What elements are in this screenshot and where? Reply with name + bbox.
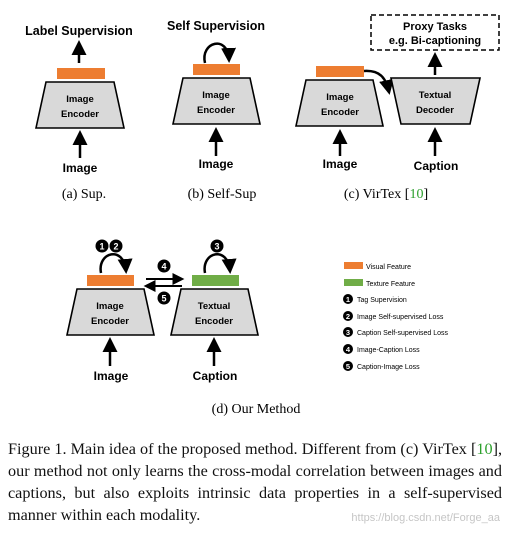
encoder-label-line1: Image: [96, 301, 123, 312]
proxy-tasks-line1: Proxy Tasks: [403, 21, 467, 33]
image-encoder-trapezoid: [66, 288, 155, 336]
legend-item-5: 5 Caption-Image Loss: [343, 361, 420, 371]
feature-to-decoder-arrow: [363, 69, 394, 95]
legend-item-1: 1 Tag Supervision: [343, 294, 407, 304]
badge-caption-self-supervised: 3: [210, 239, 224, 253]
legend: Visual Feature Texture Feature 1 Tag Sup…: [343, 262, 449, 371]
svg-text:5: 5: [346, 362, 350, 371]
panel-c: Proxy Tasks e.g. Bi-captioning Image Enc…: [295, 14, 500, 202]
image-encoder-trapezoid: [295, 79, 384, 127]
visual-feature-bar: [316, 66, 364, 77]
encoder-label-line1: Image: [202, 90, 229, 101]
textual-decoder-trapezoid: [390, 77, 481, 125]
text-encoder-label-line1: Textual: [198, 301, 231, 312]
image-encoder-trapezoid: [35, 81, 125, 129]
decoder-label-line2: Decoder: [416, 105, 454, 116]
textual-encoder-trapezoid: [170, 288, 259, 336]
encoder-label-line2: Encoder: [321, 107, 359, 118]
badge-caption-image-loss: 5: [157, 291, 171, 305]
legend-item-2: 2 Image Self-supervised Loss: [343, 311, 444, 321]
encoder-label-line2: Encoder: [91, 316, 129, 327]
visual-feature-bar: [193, 64, 240, 75]
svg-text:Image-Caption Loss: Image-Caption Loss: [357, 347, 420, 354]
caption-self-loop-arrow: [203, 252, 237, 274]
svg-text:3: 3: [346, 328, 350, 337]
legend-texture-label: Texture Feature: [366, 281, 415, 288]
legend-item-3: 3 Caption Self-supervised Loss: [343, 327, 449, 337]
panel-d-subcaption: (d) Our Method: [212, 402, 301, 417]
svg-text:3: 3: [214, 242, 219, 252]
panel-d-image-label: Image: [94, 369, 129, 383]
svg-text:2: 2: [346, 312, 350, 321]
visual-feature-bar: [87, 275, 134, 286]
panel-b-subcaption: (b) Self-Sup: [188, 187, 257, 202]
svg-text:1: 1: [99, 242, 104, 252]
text-encoder-label-line2: Encoder: [195, 316, 233, 327]
svg-text:5: 5: [161, 294, 166, 304]
self-supervision-loop-arrow: [203, 42, 237, 64]
legend-item-4: 4 Image-Caption Loss: [343, 344, 420, 354]
panel-b: Self Supervision Image Encoder Image (b)…: [167, 19, 265, 202]
svg-text:Tag Supervision: Tag Supervision: [357, 297, 407, 304]
image-self-loop-arrow: [99, 252, 133, 274]
svg-text:2: 2: [113, 242, 118, 252]
legend-texture-swatch: [344, 279, 363, 286]
legend-visual-label: Visual Feature: [366, 264, 411, 271]
encoder-label-line1: Image: [66, 94, 93, 105]
texture-feature-bar: [192, 275, 239, 286]
panel-a-subcaption: (a) Sup.: [62, 187, 106, 202]
panel-c-caption-label: Caption: [414, 159, 459, 173]
encoder-label-line2: Encoder: [197, 105, 235, 116]
citation-link: 10: [409, 187, 423, 202]
panel-a-top-label: Label Supervision: [25, 24, 133, 38]
badge-tag-supervision: 1: [95, 239, 109, 253]
panel-b-top-label: Self Supervision: [167, 19, 265, 33]
encoder-label-line1: Image: [326, 92, 353, 103]
svg-text:Caption Self-supervised Loss: Caption Self-supervised Loss: [357, 330, 449, 337]
visual-feature-bar: [57, 68, 105, 79]
panel-d: 1 2 Image Encoder Image 4 5 3: [66, 239, 301, 417]
badge-image-self-supervised: 2: [109, 239, 123, 253]
encoder-label-line2: Encoder: [61, 109, 99, 120]
svg-text:4: 4: [161, 262, 166, 272]
svg-text:Caption-Image Loss: Caption-Image Loss: [357, 364, 420, 371]
proxy-tasks-line2: e.g. Bi-captioning: [389, 35, 481, 47]
legend-visual-swatch: [344, 262, 363, 269]
image-encoder-trapezoid: [172, 77, 261, 125]
panel-b-input-label: Image: [199, 157, 234, 171]
panel-a: Label Supervision Image Encoder Image (a…: [25, 24, 133, 202]
watermark: https://blog.csdn.net/Forge_aa: [351, 512, 500, 524]
decoder-label-line1: Textual: [419, 90, 452, 101]
citation-link[interactable]: 10: [476, 440, 493, 458]
panel-c-image-label: Image: [323, 157, 358, 171]
badge-image-caption-loss: 4: [157, 259, 171, 273]
figure-caption: Figure 1. Main idea of the proposed meth…: [8, 440, 502, 524]
svg-text:1: 1: [346, 295, 350, 304]
svg-text:4: 4: [346, 345, 351, 354]
panel-a-input-label: Image: [63, 161, 98, 175]
panel-d-caption-label: Caption: [193, 369, 238, 383]
svg-text:Image Self-supervised Loss: Image Self-supervised Loss: [357, 314, 444, 321]
panel-c-subcaption: (c) VirTex [10]: [344, 187, 428, 202]
proxy-tasks-box: [370, 14, 500, 51]
